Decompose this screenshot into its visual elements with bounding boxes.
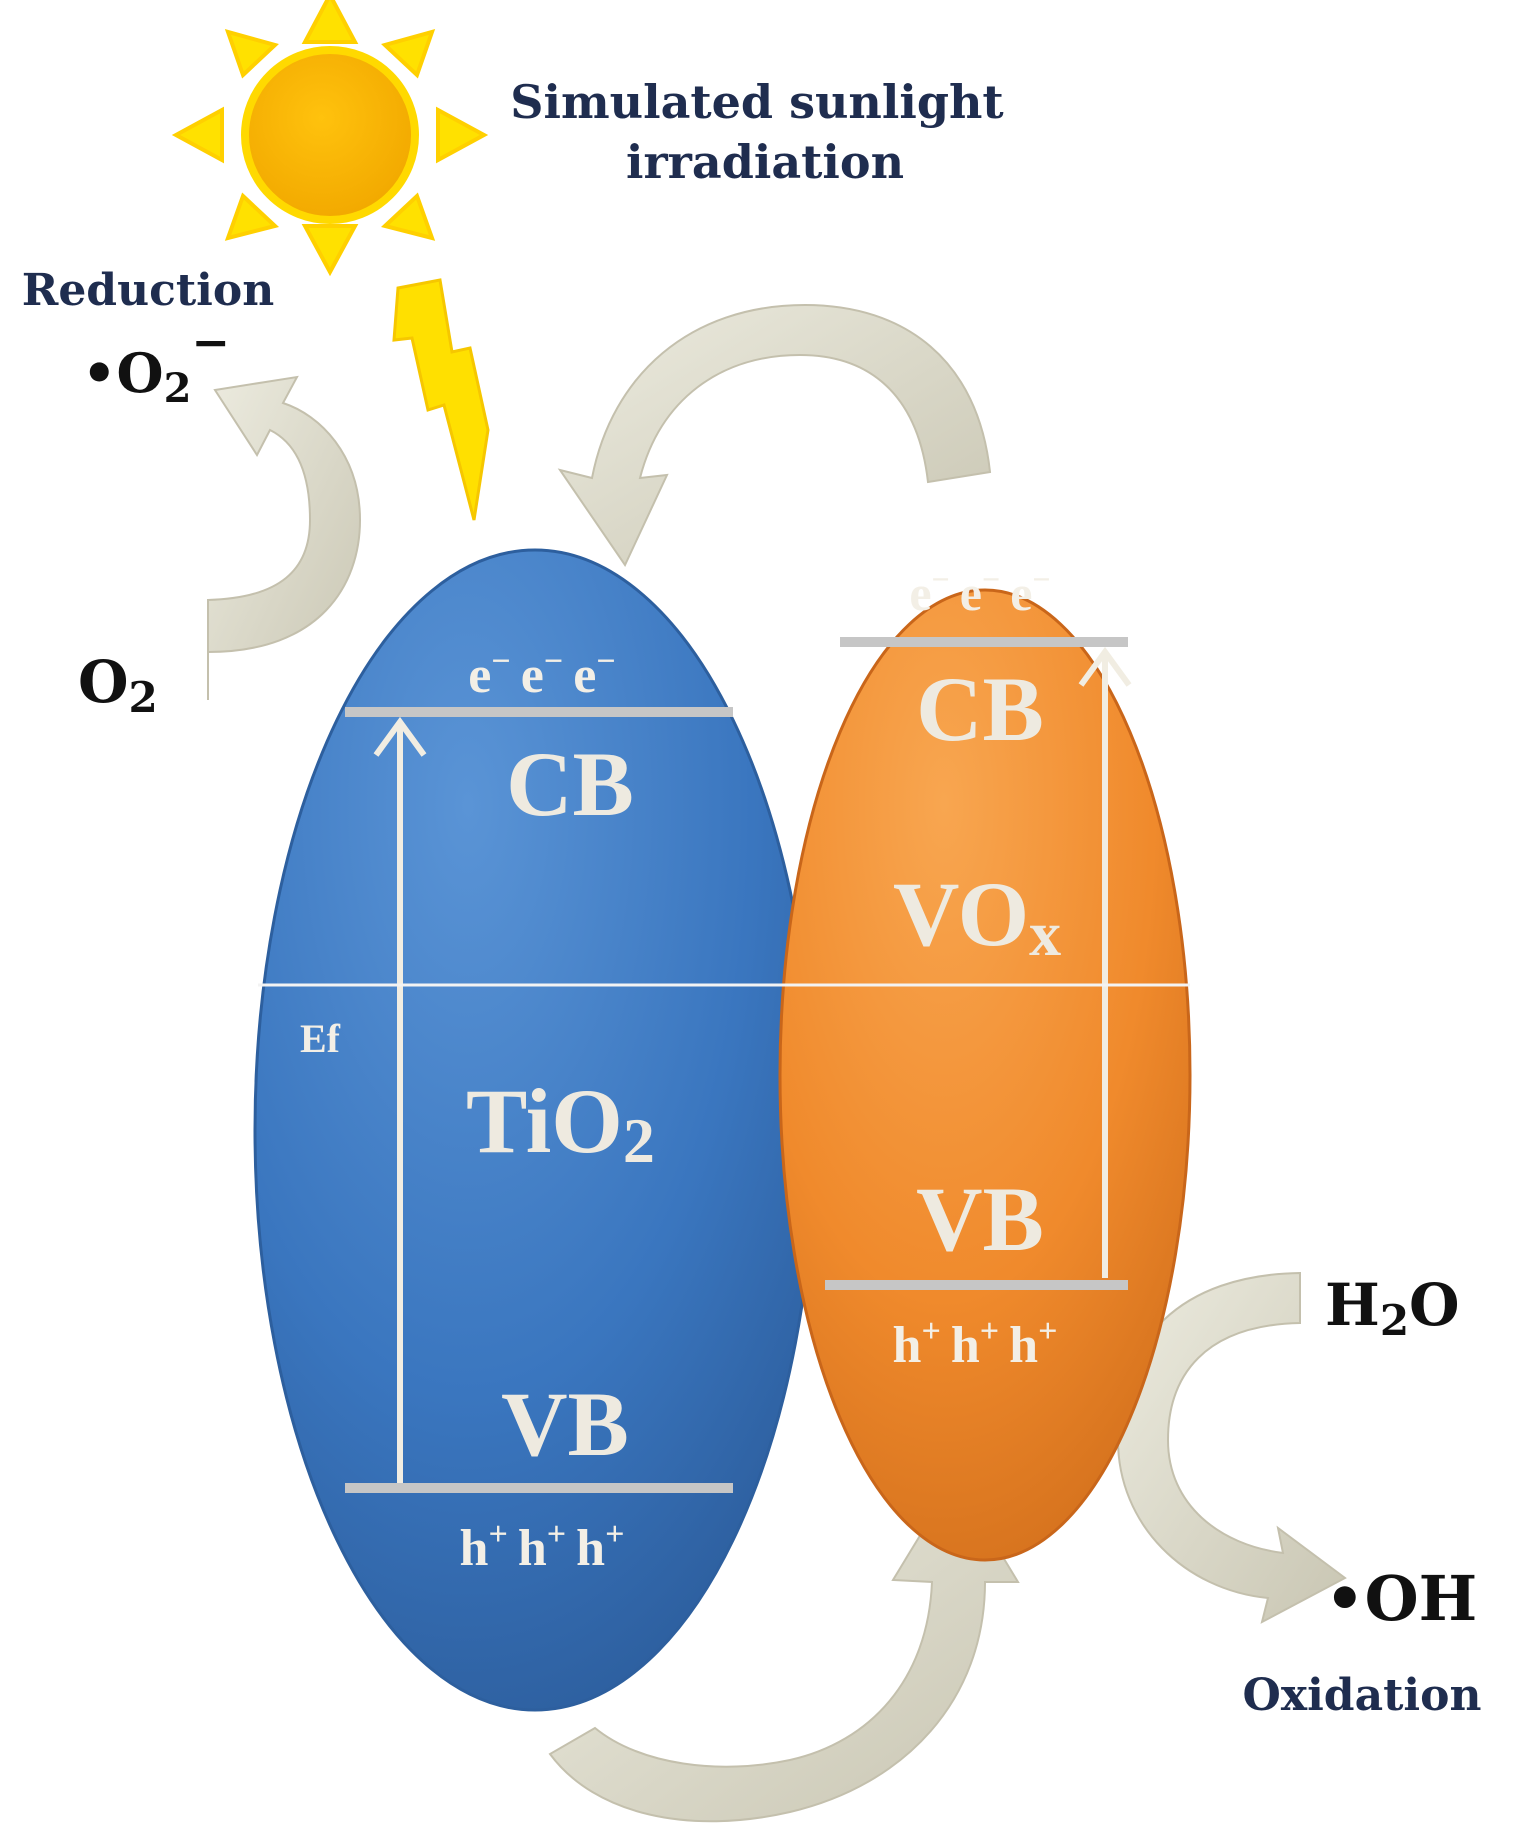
fermi-level-label: Ef [300,1016,341,1061]
water-label: H2O [1325,1271,1460,1345]
superoxide-radical-label: •O2− [82,315,230,412]
oxygen-label: O2 [78,648,158,722]
hole-transfer-arrow [548,1476,1020,1823]
sun-icon [171,0,489,277]
hydroxyl-radical-label: •OH [1325,1562,1477,1635]
reduction-arrow [207,375,362,700]
tio2-name-label: TiO2 [466,1070,655,1176]
sunlight-label: Simulated sunlight irradiation [510,75,1019,189]
vox-holes-label: h+h+h+ [893,1313,1058,1374]
electron-transfer-arrow [557,303,992,568]
vox-excitation-arrow [1078,646,1132,1278]
tio2-excitation-arrow [373,716,427,1483]
vox-cb-label: CB [916,658,1044,760]
vox-vb-label: VB [916,1168,1044,1270]
vox-semiconductor [778,588,1192,1562]
lightning-bolt-icon [392,278,490,521]
reduction-label: Reduction [22,265,274,316]
tio2-holes-label: h+h+h+ [460,1516,625,1577]
vox-name-label: VOx [893,863,1061,969]
oxidation-label: Oxidation [1243,1670,1482,1721]
tio2-cb-label: CB [506,733,634,835]
tio2-vb-label: VB [501,1373,629,1475]
tio2-electrons-label: e−e−e− [468,643,615,704]
vox-electrons-label: e−e−e− [909,561,1050,621]
